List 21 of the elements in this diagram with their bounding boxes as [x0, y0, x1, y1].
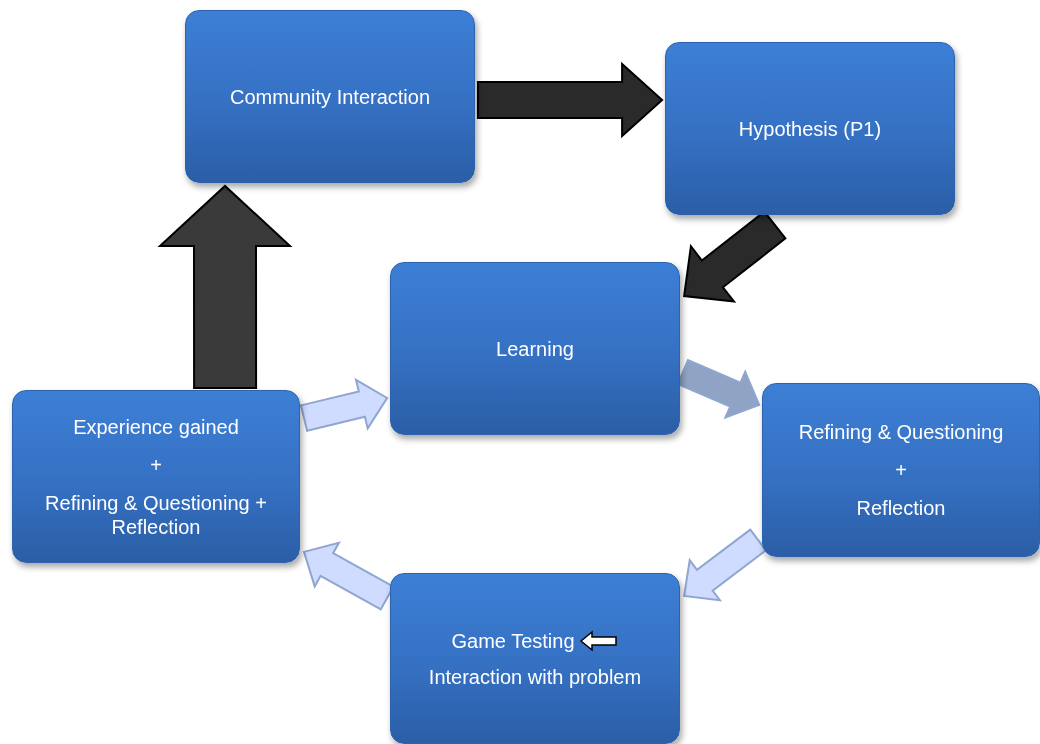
process-box	[185, 10, 475, 183]
box-label: Game Testing	[451, 628, 575, 653]
process-box	[390, 262, 680, 435]
box-label: Refining & Questioning	[798, 420, 1004, 444]
block-arrow	[299, 377, 389, 432]
process-box	[390, 573, 680, 744]
process-box	[762, 383, 1040, 557]
block-arrow	[476, 61, 664, 139]
box-label: +	[150, 452, 162, 477]
box-label: Refining & Questioning + Reflection	[44, 490, 268, 539]
box-label: Reflection	[856, 496, 946, 520]
block-arrow	[682, 528, 768, 602]
box-label: Interaction with problem	[428, 664, 642, 689]
process-box	[12, 390, 300, 563]
process-box	[665, 42, 955, 215]
box-label: Community Interaction	[229, 84, 431, 109]
box-label: +	[895, 458, 907, 482]
box-label: Learning	[496, 336, 574, 361]
box-label: Hypothesis (P1)	[738, 116, 882, 141]
box-label: Experience gained	[73, 414, 239, 439]
block-arrow	[157, 184, 293, 389]
